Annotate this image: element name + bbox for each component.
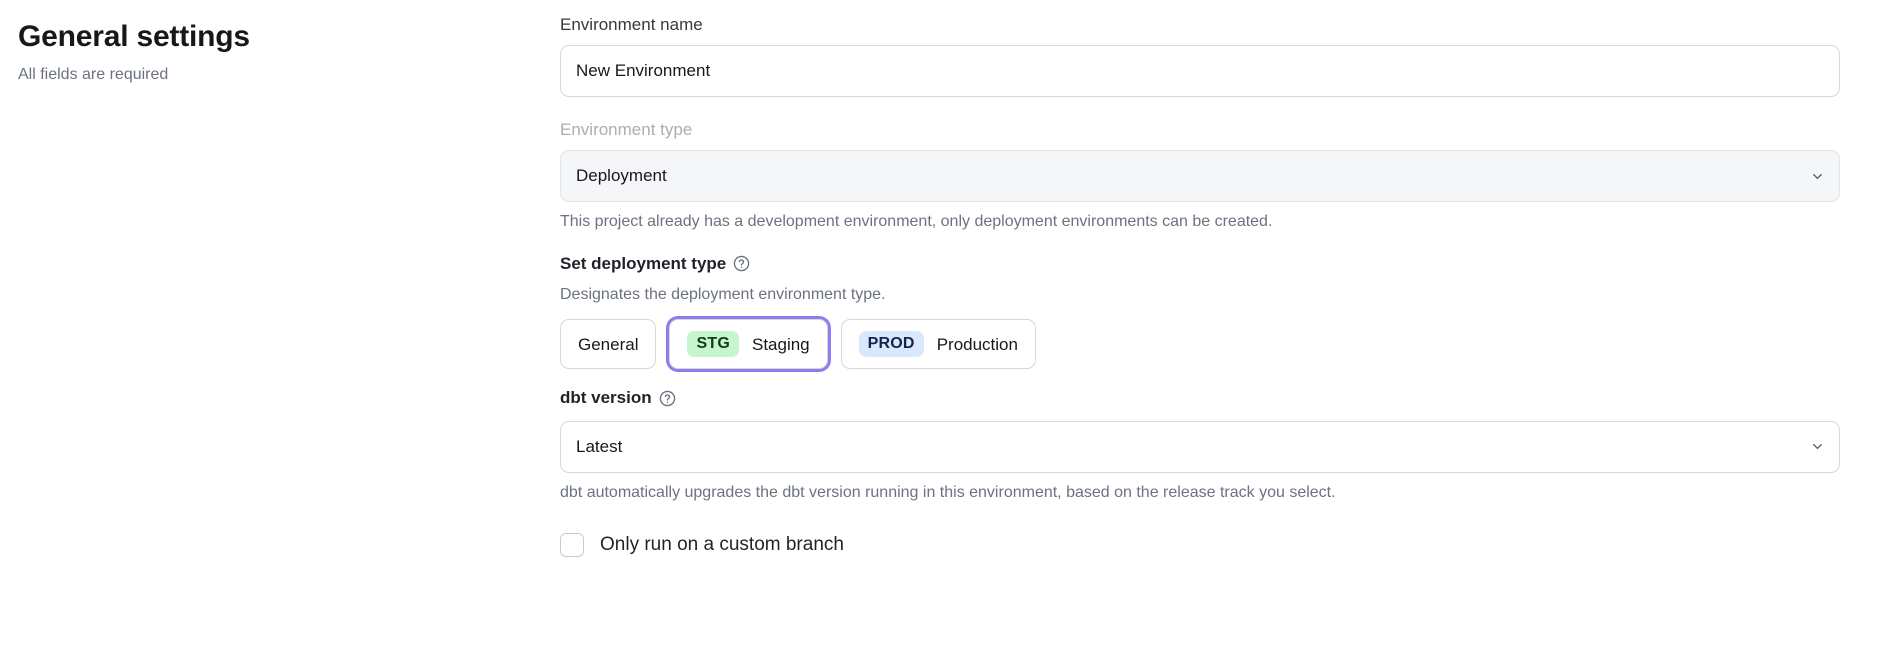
page-subtitle: All fields are required bbox=[18, 65, 169, 83]
production-badge: PROD bbox=[858, 331, 924, 358]
environment-type-field: Environment type Deployment This project… bbox=[560, 119, 1840, 233]
dbt-version-select[interactable]: Latest bbox=[560, 420, 1840, 473]
deployment-type-option-production-label: Production bbox=[936, 334, 1018, 354]
help-circle-icon[interactable] bbox=[733, 255, 750, 272]
deployment-type-option-general[interactable]: General bbox=[560, 319, 657, 370]
dbt-version-heading-label: dbt version bbox=[560, 388, 652, 408]
deployment-type-description: Designates the deployment environment ty… bbox=[560, 285, 886, 303]
custom-branch-checkbox[interactable] bbox=[560, 533, 584, 558]
environment-type-help-text: This project already has a development e… bbox=[560, 213, 1273, 231]
deployment-type-option-staging-label: Staging bbox=[751, 334, 810, 354]
environment-name-label: Environment name bbox=[560, 15, 703, 34]
environment-name-field: Environment name New Environment bbox=[560, 14, 1840, 98]
environment-name-input[interactable]: New Environment bbox=[560, 45, 1840, 98]
staging-badge: STG bbox=[687, 331, 739, 358]
dbt-version-help-text: dbt automatically upgrades the dbt versi… bbox=[560, 483, 1336, 501]
settings-form-column: Environment name New Environment Environ… bbox=[560, 14, 1888, 660]
deployment-type-option-production[interactable]: PROD Production bbox=[840, 319, 1036, 370]
deployment-type-heading: Set deployment type bbox=[560, 253, 1840, 275]
chevron-down-icon bbox=[1813, 173, 1822, 179]
settings-intro-column: General settings All fields are required bbox=[0, 14, 560, 660]
deployment-type-segmented-control: General STG Staging PROD Production bbox=[560, 319, 1840, 370]
dbt-version-heading: dbt version bbox=[560, 387, 1840, 409]
custom-branch-label[interactable]: Only run on a custom branch bbox=[600, 533, 844, 555]
environment-type-label: Environment type bbox=[560, 120, 693, 140]
environment-type-value: Deployment bbox=[576, 166, 667, 186]
dbt-version-field: dbt version Latest dbt automatically upg… bbox=[560, 387, 1840, 503]
help-circle-icon[interactable] bbox=[659, 390, 676, 407]
custom-branch-row[interactable]: Only run on a custom branch bbox=[560, 533, 1840, 558]
deployment-type-option-staging[interactable]: STG Staging bbox=[669, 319, 828, 370]
chevron-down-icon bbox=[1813, 444, 1822, 450]
deployment-type-field: Set deployment type Designates the deplo… bbox=[560, 253, 1840, 370]
page-title: General settings bbox=[18, 20, 250, 53]
deployment-type-option-general-label: General bbox=[578, 334, 639, 354]
environment-type-select[interactable]: Deployment bbox=[560, 150, 1840, 203]
dbt-version-value: Latest bbox=[576, 436, 623, 456]
deployment-type-heading-label: Set deployment type bbox=[560, 253, 727, 273]
